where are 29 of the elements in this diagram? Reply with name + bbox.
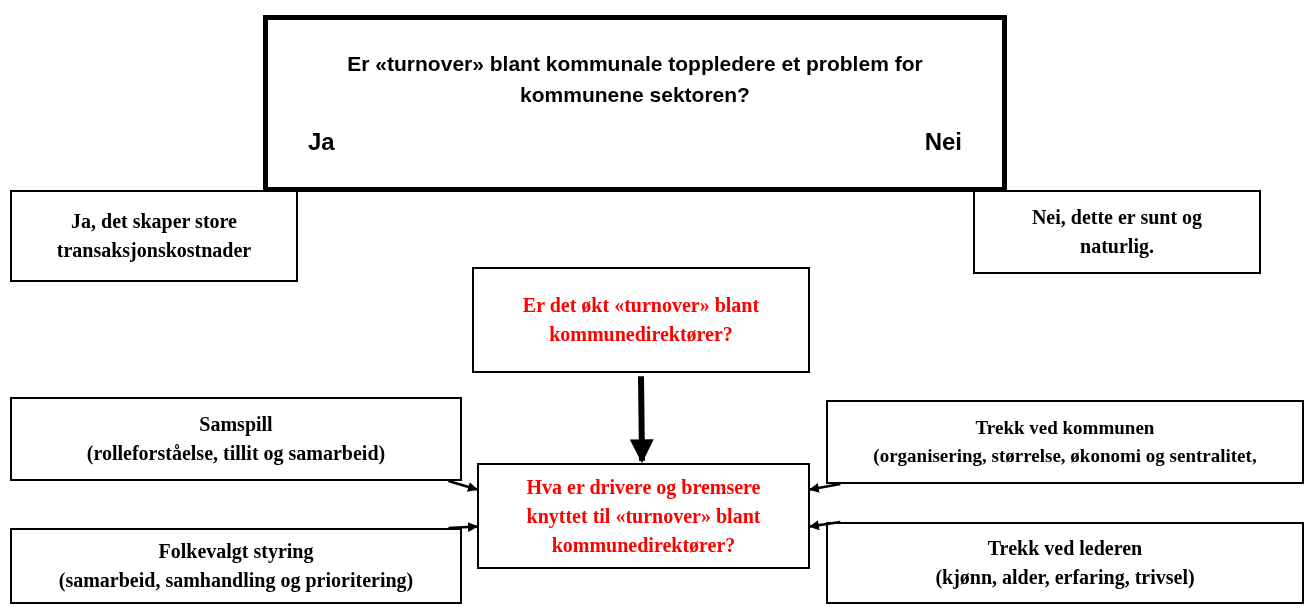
box-heading: Folkevalgt styring: [158, 539, 314, 565]
text-box: [973, 190, 1261, 274]
box-description: (kjønn, alder, erfaring, trivsel): [935, 565, 1195, 591]
box-heading: Samspill: [199, 412, 273, 438]
answer-label: Nei: [924, 126, 962, 157]
text-box: [10, 528, 462, 604]
box-text: Hva er drivere og bremsere knyttet til «turnover» blant kommunedirektører?: [525, 474, 762, 558]
text-box: [826, 400, 1304, 484]
box-heading: Trekk ved kommunen: [975, 416, 1155, 441]
box-description: (organisering, størrelse, økonomi og sentralitet,: [873, 444, 1257, 468]
question-box: [477, 463, 810, 569]
arrow: [629, 376, 654, 464]
box-description: (rolleforståelse, tillit og samarbeid): [86, 441, 386, 467]
text-box: [10, 397, 462, 481]
arrow: [809, 482, 841, 493]
answer-label: Ja: [308, 126, 335, 157]
box-description: (samarbeid, samhandling og prioritering): [58, 568, 414, 594]
arrow: [448, 522, 478, 533]
arrow: [448, 479, 478, 492]
text-box: [826, 522, 1304, 604]
box-heading: Trekk ved lederen: [987, 536, 1143, 561]
question-box: [263, 15, 1007, 192]
arrow: [809, 520, 841, 531]
box-text: Er det økt «turnover» blant kommunedirektører?: [521, 293, 761, 347]
question-text: Er «turnover» blant kommunale toppledere et problem for kommunene sektoren?: [346, 50, 924, 109]
box-text: Nei, dette er sunt og naturlig.: [1030, 205, 1204, 260]
box-text: Ja, det skaper store transaksjonskostnader: [55, 209, 253, 264]
question-box: [472, 267, 810, 373]
text-box: [10, 190, 298, 282]
